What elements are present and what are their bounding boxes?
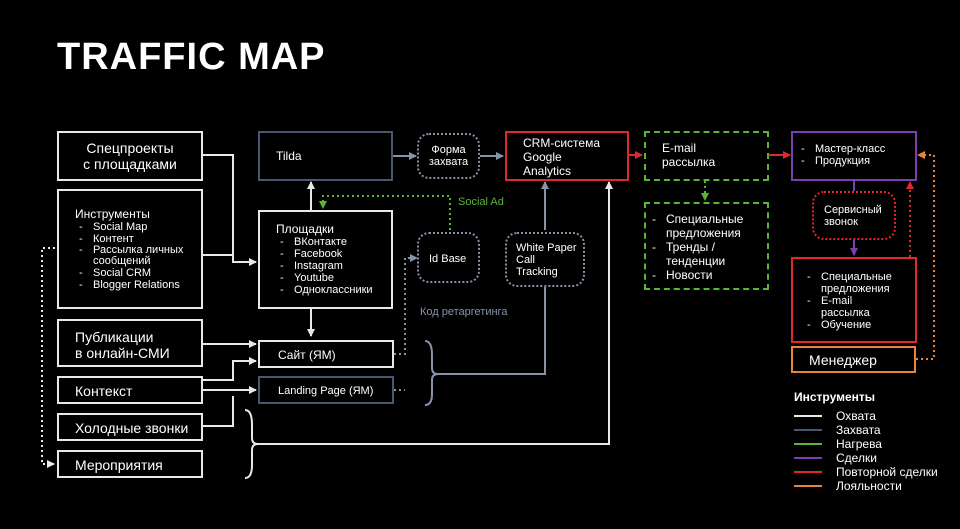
legend-label: Повторной сделки [836, 465, 938, 479]
source-special-projects-label: Спецпроекты с площадками [83, 140, 177, 172]
legend-swatch [794, 429, 822, 431]
legend-swatch [794, 415, 822, 417]
email-content-box: Специальные предложения Тренды / тенденц… [644, 202, 769, 290]
retargeting-label: Код ретаргетинга [420, 306, 508, 318]
list-item: Youtube [276, 272, 391, 284]
legend-label: Захвата [836, 423, 881, 437]
tilda-box: Tilda [258, 131, 393, 181]
manager-box: Менеджер [791, 346, 916, 373]
legend-label: Лояльности [836, 479, 902, 493]
list-item: Продукция [797, 155, 915, 167]
legend-item: Сделки [794, 451, 954, 465]
list-item: Новости [648, 268, 767, 282]
deal-box: Мастер-класс Продукция [791, 131, 917, 181]
source-instruments-heading: Инструменты [75, 207, 150, 221]
email-content-list: Специальные предложения Тренды / тенденц… [648, 212, 767, 282]
list-item: Тренды / тенденции [648, 240, 767, 268]
repeat-deal-list: Специальные предложения E-mail рассылка … [803, 271, 915, 331]
platforms-list: ВКонтакте Facebook Instagram Youtube Одн… [276, 236, 391, 296]
whitepaper-box: White Paper Call Tracking [505, 232, 585, 287]
source-instruments-list: Social Map Контент Рассылка личных сообщ… [75, 221, 201, 291]
capture-form-box: Форма захвата [417, 133, 480, 179]
platforms-heading: Площадки [276, 222, 334, 236]
list-item: Facebook [276, 248, 391, 260]
list-item: E-mail рассылка [803, 295, 915, 319]
source-special-projects: Спецпроекты с площадками [57, 131, 203, 181]
list-item: Специальные предложения [648, 212, 767, 240]
repeat-deal-box: Специальные предложения E-mail рассылка … [791, 257, 917, 343]
legend-item: Нагрева [794, 437, 954, 451]
legend-swatch [794, 457, 822, 459]
page-title: TRAFFIC MAP [57, 36, 326, 78]
email-box: E-mail рассылка [644, 131, 769, 181]
social-ad-label: Social Ad [458, 196, 504, 208]
list-item: Специальные предложения [803, 271, 915, 295]
service-call-box: Сервисный звонок [812, 191, 896, 240]
list-item: Одноклассники [276, 284, 391, 296]
source-publications: Публикации в онлайн-СМИ [57, 319, 203, 367]
crm-box: CRM-система Google Analytics [505, 131, 629, 181]
id-base-box: Id Base [417, 232, 480, 283]
legend-label: Охвата [836, 409, 876, 423]
legend-swatch [794, 471, 822, 473]
source-cold-calls: Холодные звонки [57, 413, 203, 441]
deal-list: Мастер-класс Продукция [797, 143, 915, 167]
landing-page-box: Landing Page (ЯМ) [258, 376, 394, 404]
legend-item: Охвата [794, 409, 954, 423]
list-item: Обучение [803, 319, 915, 331]
site-box: Сайт (ЯМ) [258, 340, 394, 368]
list-item: ВКонтакте [276, 236, 391, 248]
legend-item: Лояльности [794, 479, 954, 493]
list-item: Мастер-класс [797, 143, 915, 155]
legend-swatch [794, 443, 822, 445]
legend-item: Захвата [794, 423, 954, 437]
legend-item: Повторной сделки [794, 465, 954, 479]
source-events: Мероприятия [57, 450, 203, 478]
list-item: Social CRM [75, 267, 201, 279]
legend-swatch [794, 485, 822, 487]
list-item: Blogger Relations [75, 279, 201, 291]
list-item: Рассылка личных сообщений [75, 245, 201, 267]
legend-label: Сделки [836, 451, 877, 465]
list-item: Instagram [276, 260, 391, 272]
source-context: Контекст [57, 376, 203, 404]
source-instruments: Инструменты Social Map Контент Рассылка … [57, 189, 203, 309]
list-item: Контент [75, 233, 201, 245]
list-item: Social Map [75, 221, 201, 233]
legend-label: Нагрева [836, 437, 882, 451]
platforms-box: Площадки ВКонтакте Facebook Instagram Yo… [258, 210, 393, 309]
legend-title: Инструменты [794, 390, 876, 404]
